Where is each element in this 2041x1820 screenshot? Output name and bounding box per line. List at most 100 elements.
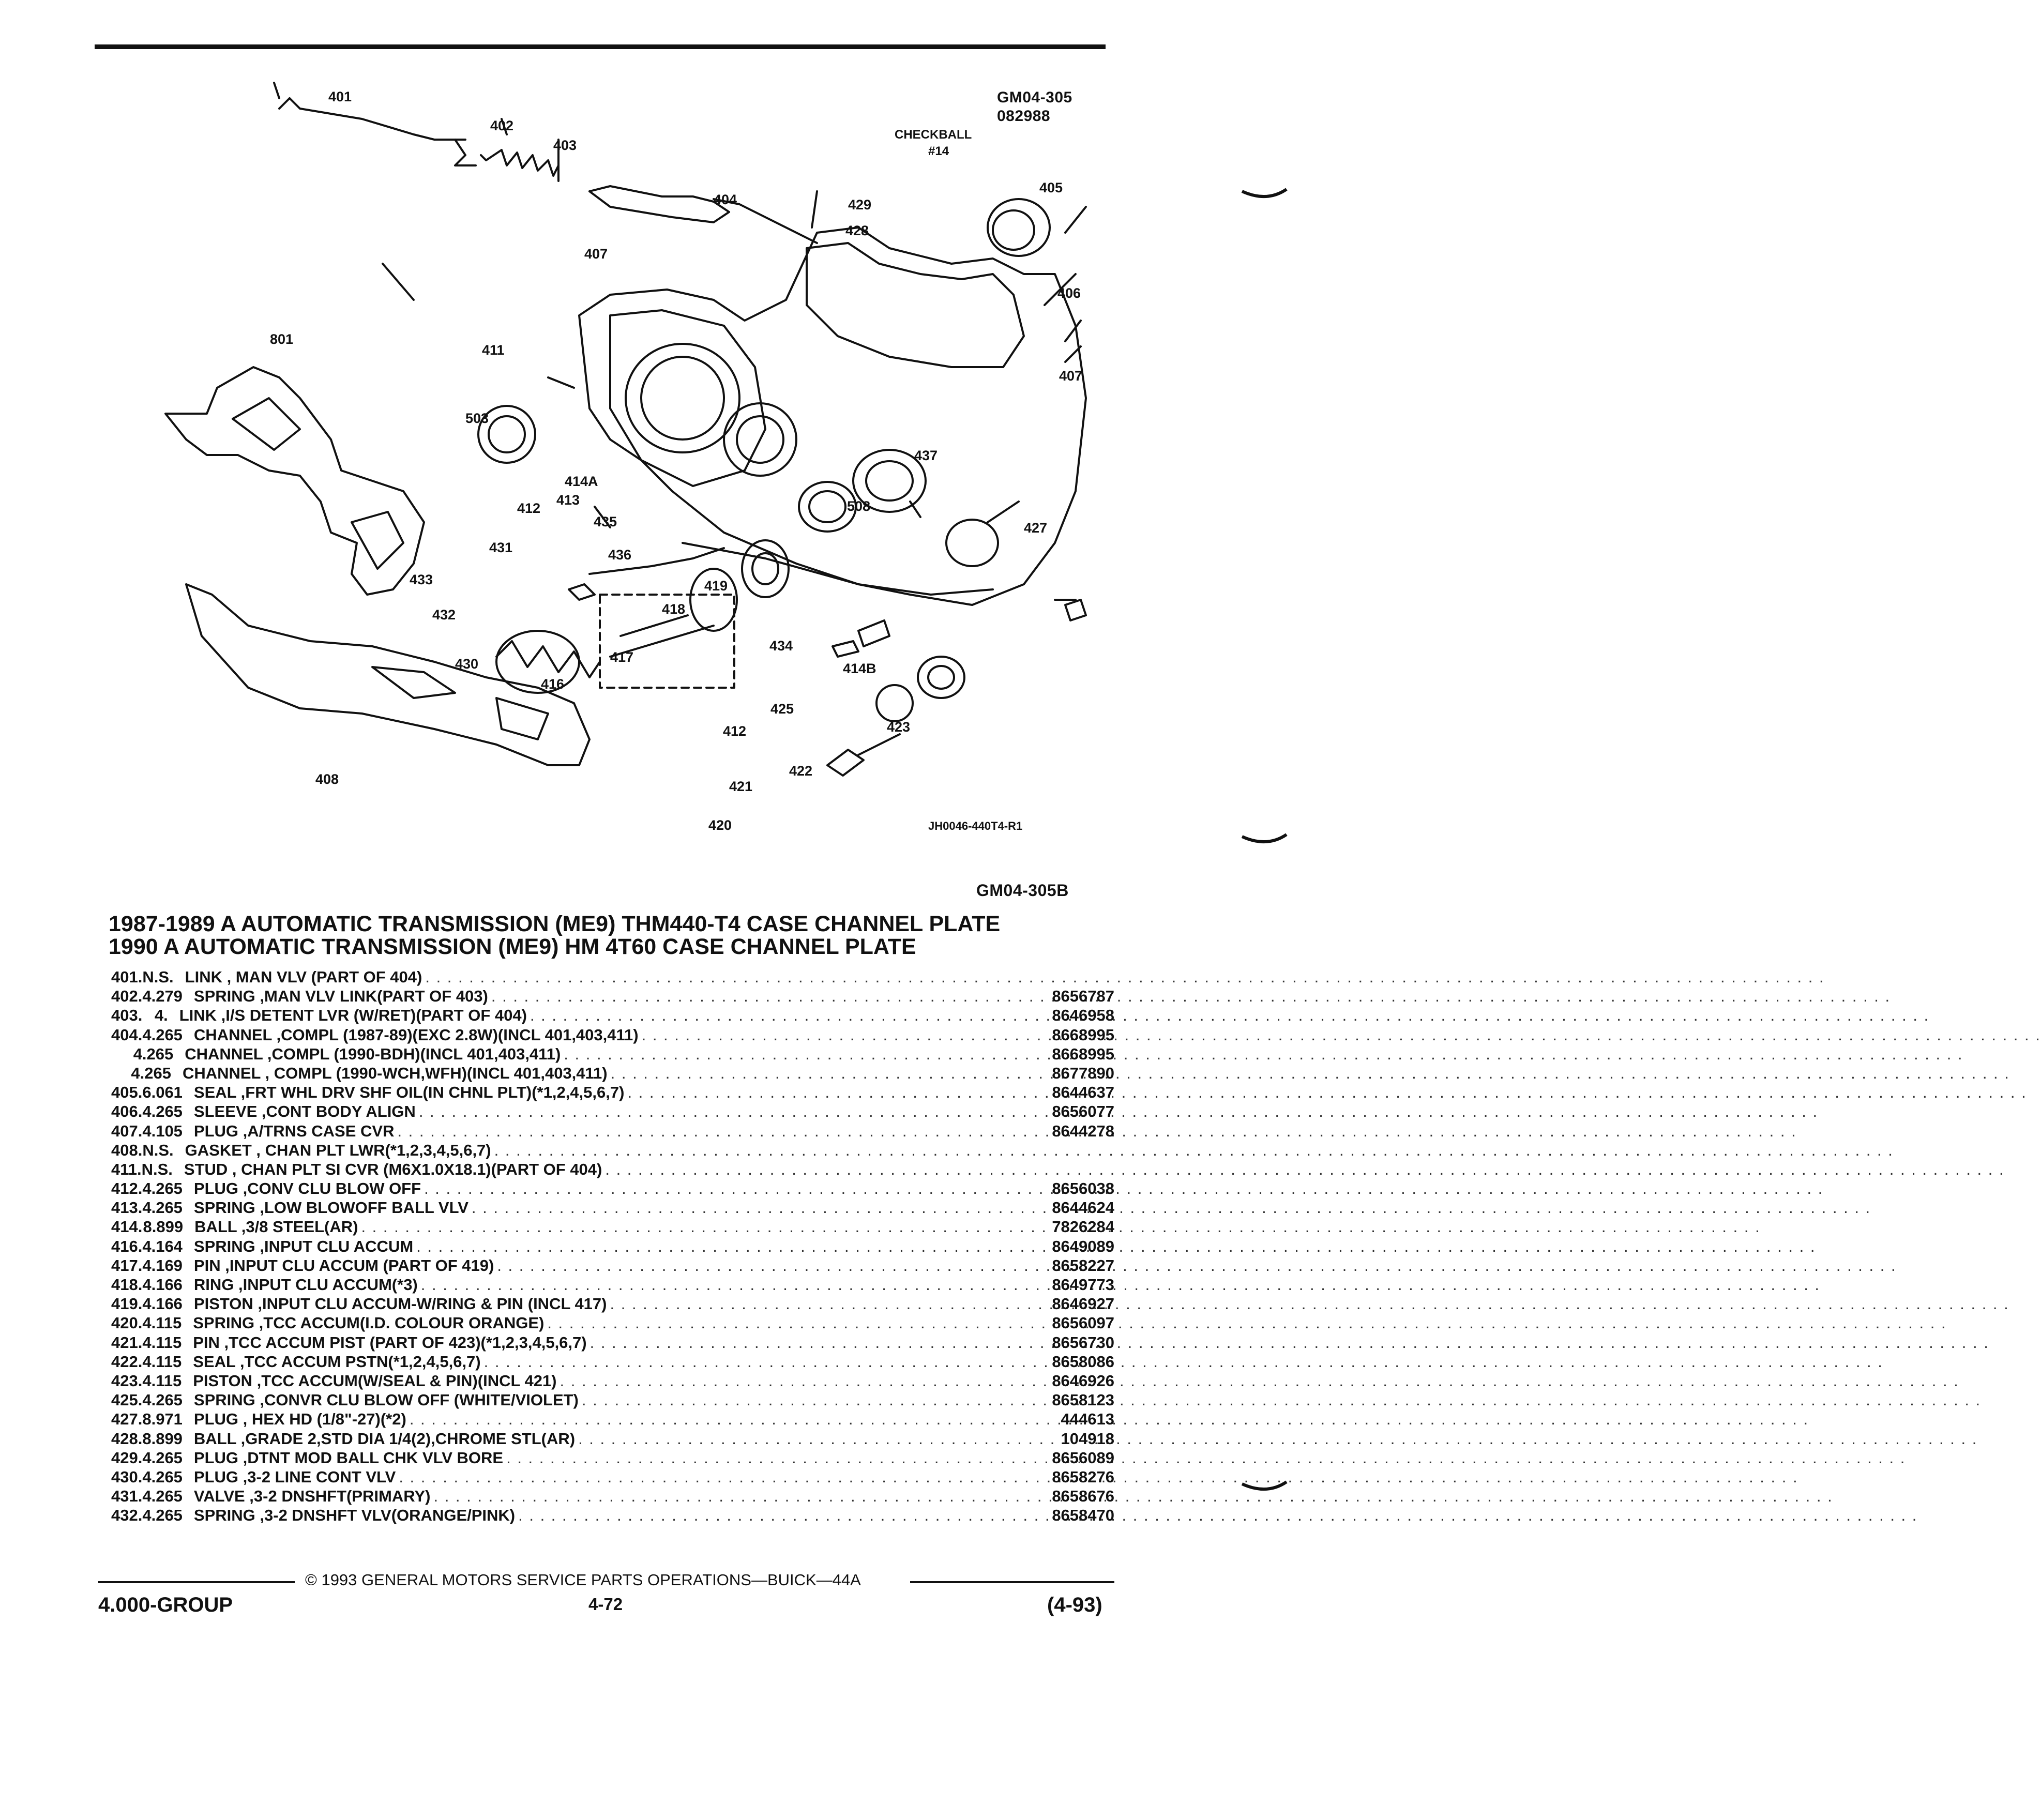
part-description: GASKET , CHAN PLT LWR(*1,2,3,4,5,6,7) [185, 1141, 491, 1159]
part-row: 401.N.S.LINK , MAN VLV (PART OF 404) [111, 968, 1114, 987]
dot-leader [421, 1179, 1026, 1198]
dot-leader [527, 1006, 1026, 1025]
part-group-number: 4.265 [142, 1487, 183, 1506]
part-description: SPRING ,TCC ACCUM(I.D. COLOUR ORANGE) [193, 1314, 545, 1332]
callout-437: 437 [914, 448, 938, 463]
part-ref-number: 408. [111, 1141, 143, 1159]
exploded-parts-diagram: 401 402 403 404 405 406 407 407 408 411 … [164, 82, 1087, 833]
part-description: PISTON ,TCC ACCUM(W/SEAL & PIN)(INCL 421… [193, 1371, 557, 1390]
part-description: SPRING ,CONVR CLU BLOW OFF (WHITE/VIOLET… [193, 1391, 579, 1409]
part-group-number: 4.265 [142, 1199, 183, 1217]
spring-425 [857, 619, 890, 647]
part-description: LINK , MAN VLV (PART OF 404) [185, 968, 422, 986]
link-401 [278, 97, 466, 141]
part-number: 8644637 [1052, 1083, 1114, 1102]
part-group-number: 8.899 [143, 1218, 184, 1236]
part-ref-number: 412. [111, 1179, 143, 1198]
part-description: SEAL ,TCC ACCUM PSTN(*1,2,4,5,6,7) [193, 1352, 481, 1371]
case-channel-plate [578, 226, 1087, 606]
part-ref-number: 411. [111, 1160, 142, 1178]
callout-801: 801 [270, 331, 293, 347]
callout-433: 433 [410, 572, 433, 587]
callout-404: 404 [714, 192, 737, 207]
part-group-number: 4.115 [142, 1371, 182, 1390]
part-number: 8644278 [1052, 1121, 1114, 1140]
part-row: 408.N.S.GASKET , CHAN PLT LWR(*1,2,3,4,5… [111, 1141, 1114, 1160]
piston-423 [917, 656, 965, 699]
part-description: SPRING ,3-2 DNSHFT VLV(ORANGE/PINK) [193, 1506, 516, 1525]
binding-mark-icon [1241, 188, 1288, 198]
callout-430: 430 [455, 656, 478, 672]
callout-416: 416 [541, 676, 564, 692]
part-ref-number: 432. [111, 1506, 143, 1525]
dot-leader [503, 1449, 1026, 1467]
part-description: PLUG ,A/TRNS CASE CVR [193, 1121, 395, 1140]
part-ref-number: 423. [111, 1371, 143, 1390]
callout-407-top: 407 [584, 246, 608, 262]
part-ref-number: 414. [111, 1218, 143, 1236]
dot-leader [557, 1372, 1026, 1390]
gasket-408 [185, 583, 591, 766]
part-ref-number: 416. [111, 1237, 143, 1255]
callout-412-top: 412 [517, 501, 540, 516]
part-description: LINK ,I/S DETENT LVR (W/RET)(PART OF 404… [179, 1006, 527, 1025]
part-row: 423.4.115 PISTON ,TCC ACCUM(W/SEAL & PIN)… [111, 1372, 1114, 1391]
diagram-code: GM04-305 [997, 89, 1072, 106]
footer-rule-left [98, 1581, 295, 1583]
callout-413: 413 [556, 492, 580, 508]
pin-417 [619, 614, 689, 637]
footer-date: (4-93) [1047, 1594, 1102, 1616]
part-group-number: 4.265 [142, 1025, 183, 1044]
part-description: PLUG , HEX HD (1/8"-27)(*2) [193, 1410, 406, 1429]
part-group-number: 4.115 [142, 1314, 182, 1332]
seal-422 [875, 684, 914, 722]
part-group-number: 4.279 [142, 987, 183, 1006]
part-group-number: 4.115 [142, 1333, 182, 1352]
part-description: SPRING ,LOW BLOWOFF BALL VLV [193, 1199, 468, 1217]
valve-box-430 [599, 594, 735, 689]
part-description: STUD , CHAN PLT SI CVR (M6X1.0X18.1)(PAR… [184, 1160, 602, 1178]
callout-414a: 414A [565, 474, 598, 489]
part-description: CHANNEL ,COMPL (1990-BDH)(INCL 401,403,4… [185, 1044, 561, 1063]
spring-402 [480, 149, 560, 177]
spring-416 [495, 640, 601, 678]
callout-419: 419 [704, 578, 728, 594]
drawing-reference: JH0046-440T4-R1 [928, 820, 1022, 832]
part-number: 8658676 [1052, 1487, 1114, 1506]
part-ref-number: 422. [111, 1352, 143, 1371]
seal-503 [477, 405, 536, 464]
footer-page-number: 4-72 [588, 1595, 623, 1614]
dot-leader [481, 1353, 1026, 1371]
part-ref-number: 420. [111, 1314, 143, 1332]
part-number: 8656787 [1052, 987, 1114, 1006]
part-ref-number: 417. [111, 1256, 143, 1275]
callout-420: 420 [708, 817, 732, 833]
part-description: PLUG ,3-2 LINE CONT VLV [193, 1467, 396, 1486]
part-group-number: N.S. [141, 1160, 173, 1178]
part-row: 411.N.S. STUD , CHAN PLT SI CVR (M6X1.0X1… [111, 1160, 1114, 1179]
dot-leader [468, 1199, 1026, 1217]
callout-421: 421 [729, 779, 752, 794]
callout-407-right: 407 [1059, 368, 1082, 384]
part-group-number: 4.265 [142, 1448, 183, 1467]
dot-leader [418, 1276, 1026, 1294]
plug-412 [831, 640, 859, 658]
part-group-number: 4.166 [142, 1276, 183, 1294]
seal-405 [987, 198, 1051, 257]
callout-425: 425 [770, 701, 794, 717]
part-ref-number: 405. [111, 1083, 143, 1102]
part-number: 8658227 [1052, 1256, 1114, 1275]
dot-leader [416, 1102, 1026, 1121]
part-ref-number: 428. [111, 1429, 143, 1448]
part-number: 8656077 [1052, 1102, 1114, 1121]
part-group-number: 4.265 [131, 1064, 171, 1082]
